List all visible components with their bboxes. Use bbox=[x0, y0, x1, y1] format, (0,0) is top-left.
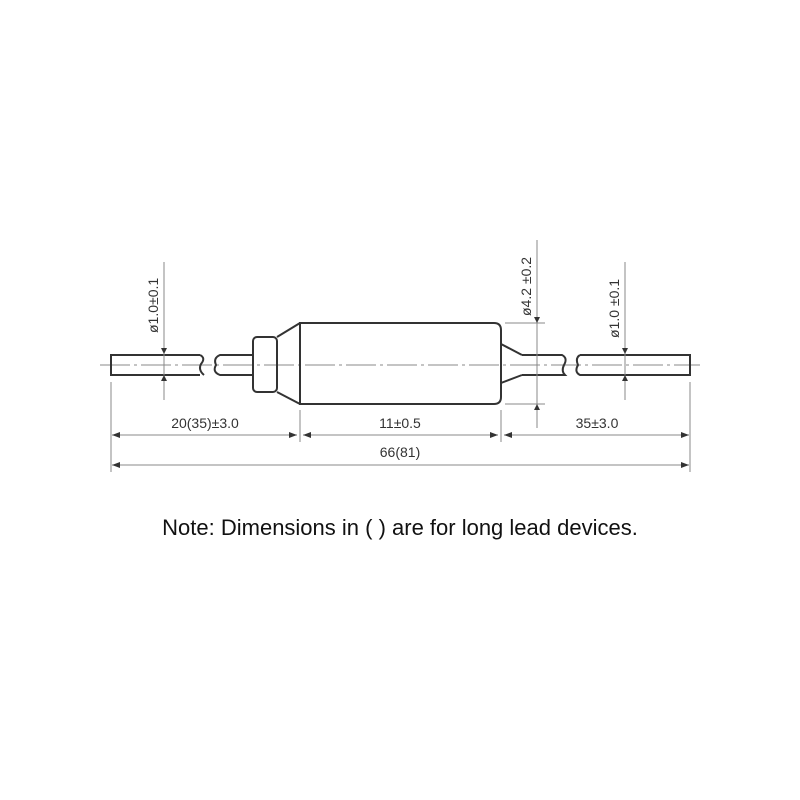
body-length-label: 11±0.5 bbox=[379, 415, 421, 431]
note-text: Note: Dimensions in ( ) are for long lea… bbox=[162, 515, 638, 540]
right-flare bbox=[500, 343, 523, 384]
end-cap bbox=[252, 336, 278, 393]
extension-lines bbox=[110, 322, 691, 472]
left-flare bbox=[276, 322, 301, 405]
body-diameter-label: ø4.2 ±0.2 bbox=[518, 257, 534, 316]
right-lead bbox=[522, 354, 691, 376]
body bbox=[299, 322, 502, 405]
left-lead bbox=[110, 354, 254, 376]
lead-diameter-right-label: ø1.0 ±0.1 bbox=[606, 279, 622, 338]
overall-length-label: 66(81) bbox=[380, 444, 420, 460]
left-lead-length-label: 20(35)±3.0 bbox=[171, 415, 239, 431]
lead-diameter-left-label: ø1.0±0.1 bbox=[145, 278, 161, 333]
right-lead-length-label: 35±3.0 bbox=[576, 415, 619, 431]
